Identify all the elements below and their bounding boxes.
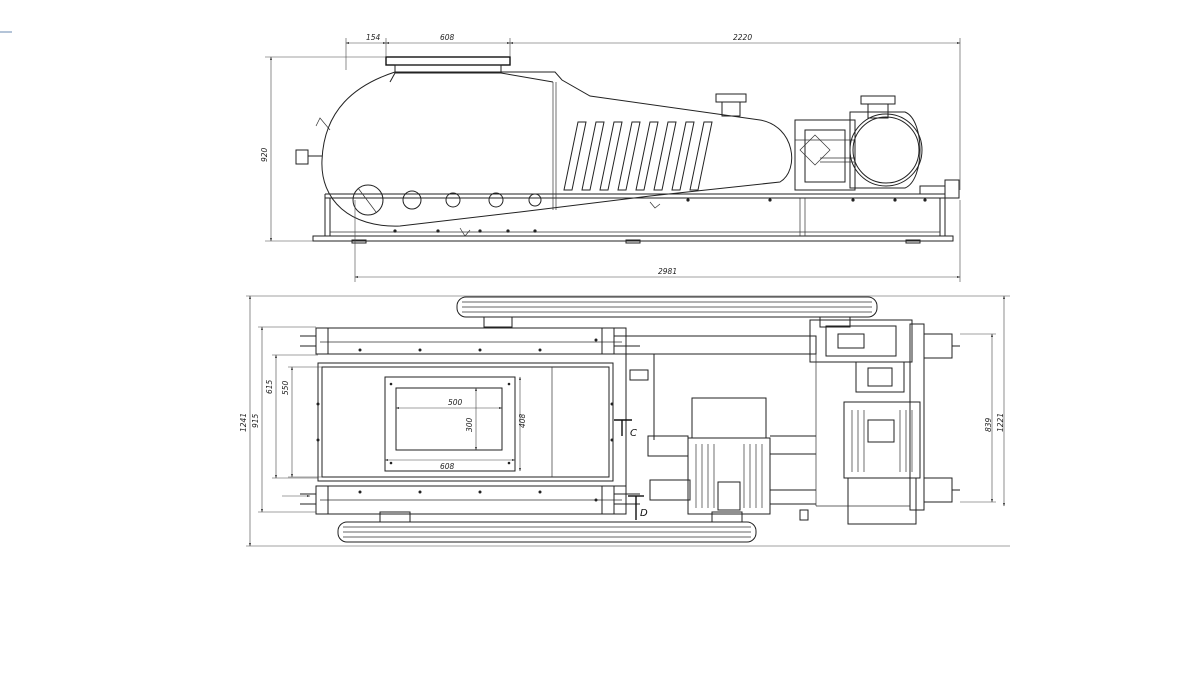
dim-608-top: 608 — [440, 33, 455, 42]
plan-right-frame — [815, 323, 960, 511]
dim-839: 839 — [984, 417, 993, 432]
plan-view: C D 1241 915 615 — [239, 295, 1010, 547]
plan-top-belt — [456, 296, 878, 328]
side-base-frame — [312, 179, 960, 244]
dim-550: 550 — [281, 380, 290, 395]
side-mid-flanges — [715, 93, 896, 119]
dim-920: 920 — [260, 147, 269, 162]
section-marker-c: C — [614, 419, 637, 439]
plan-drive-frame — [625, 335, 817, 521]
plan-inlet-housing — [316, 362, 614, 482]
dim-154: 154 — [366, 33, 381, 42]
dim-1221: 1221 — [996, 413, 1005, 432]
section-label-c: C — [630, 428, 637, 439]
plan-motor-right — [843, 401, 921, 525]
side-view: 154 608 2220 920 2981 — [260, 33, 961, 282]
section-label-d: D — [640, 508, 648, 519]
side-dimensions: 154 608 2220 920 2981 — [260, 33, 961, 282]
side-slotted-guard — [563, 121, 713, 191]
plan-dimensions: 1241 915 615 550 500 300 408 — [239, 295, 1010, 547]
side-inlet-flange — [385, 56, 554, 83]
plan-motor-left — [687, 397, 771, 515]
dim-915: 915 — [251, 413, 260, 428]
section-marker-d: D — [628, 495, 648, 520]
dim-1241: 1241 — [239, 413, 248, 432]
dim-2981: 2981 — [658, 267, 677, 276]
dim-615: 615 — [265, 379, 274, 394]
side-housing — [295, 71, 793, 237]
side-motor-assembly — [794, 111, 923, 191]
plan-gearbox — [809, 319, 913, 393]
dim-500: 500 — [448, 398, 463, 407]
dim-300: 300 — [465, 417, 474, 432]
dim-2220: 2220 — [733, 33, 752, 42]
plan-bottom-belt — [337, 511, 757, 543]
dim-408: 408 — [518, 413, 527, 428]
dim-608-plan: 608 — [440, 462, 455, 471]
